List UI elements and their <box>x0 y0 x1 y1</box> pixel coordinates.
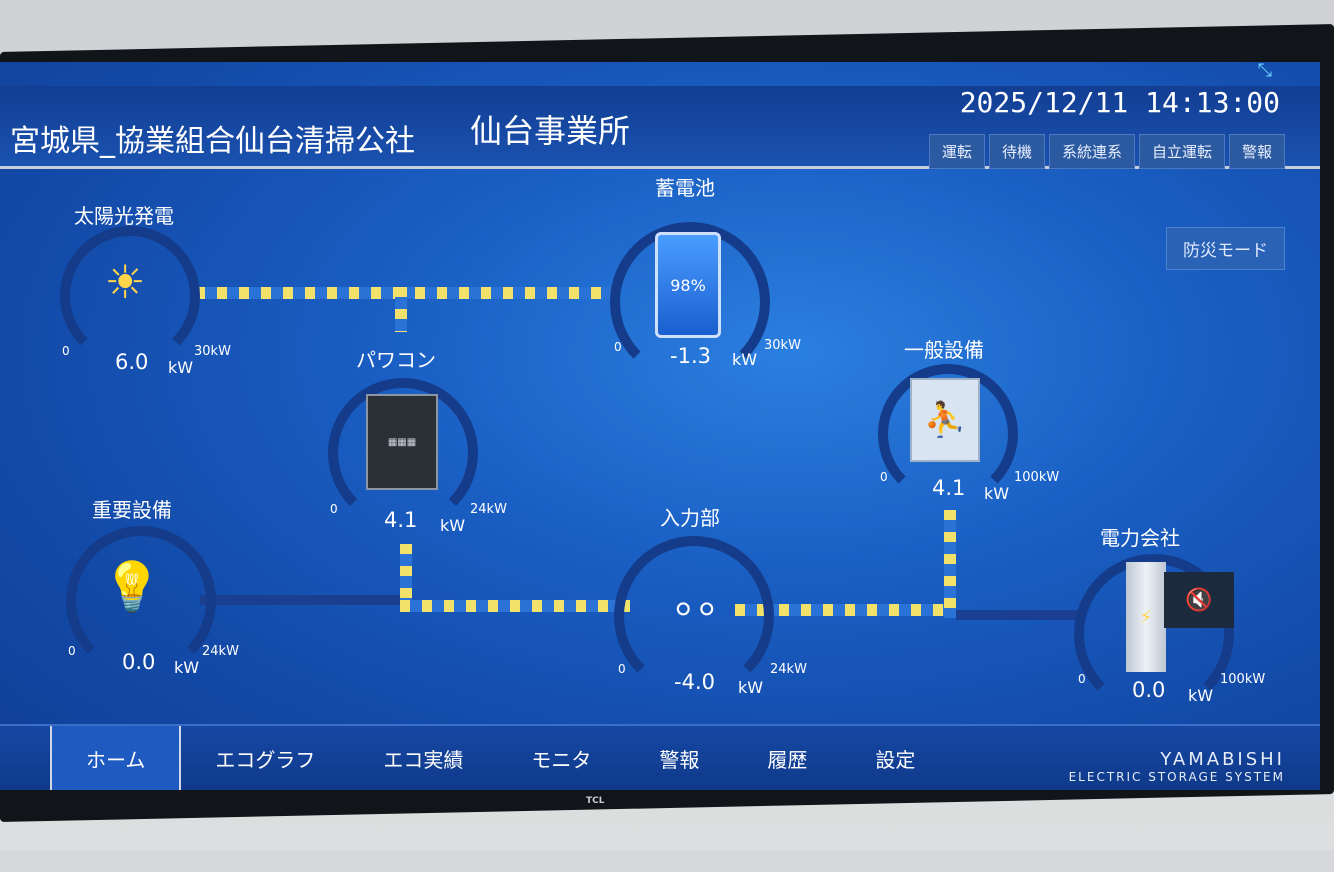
nav-home[interactable]: ホーム <box>50 726 182 790</box>
battery-max: 30kW <box>764 338 801 353</box>
important-title: 重要設備 <box>92 498 172 522</box>
node-solar[interactable]: 太陽光発電 ☀ 0 6.0 kW 30kW <box>60 192 240 377</box>
status-islanded[interactable]: 自立運転 <box>1138 134 1225 169</box>
solar-value: 6.0 <box>115 350 149 374</box>
general-gauge <box>878 364 1018 504</box>
general-value: 4.1 <box>932 476 966 500</box>
node-important[interactable]: 重要設備 💡 0 0.0 kW 24kW <box>66 494 246 684</box>
solar-gauge <box>60 226 200 366</box>
monitor-screen: ⤡ 宮城県_協業組合仙台清掃公社 仙台事業所 2025/12/11 14:13:… <box>0 62 1320 790</box>
battery-value: -1.3 <box>670 344 711 368</box>
brand-name: YAMABISHI <box>1160 749 1285 770</box>
header-bar: ⤡ 宮城県_協業組合仙台清掃公社 仙台事業所 2025/12/11 14:13:… <box>0 62 1320 169</box>
utility-pole-icon: ⚡ <box>1126 562 1166 672</box>
solar-min: 0 <box>62 344 70 358</box>
input-min: 0 <box>618 662 626 676</box>
site-title: 宮城県_協業組合仙台清掃公社 <box>10 124 415 159</box>
breaker-icon: ⚪⚪ <box>671 592 719 626</box>
status-alarm[interactable]: 警報 <box>1228 134 1285 169</box>
general-min: 0 <box>880 470 888 484</box>
battery-title: 蓄電池 <box>655 176 715 200</box>
line-important <box>200 595 400 605</box>
lightbulb-icon: 💡 <box>102 558 162 615</box>
pcs-value: 4.1 <box>384 508 418 532</box>
solar-panel-icon: ☀ <box>104 255 146 309</box>
battery-soc: 98% <box>670 275 706 295</box>
battery-gauge <box>610 222 770 382</box>
mute-speaker-icon[interactable]: 🔇 <box>1164 572 1234 628</box>
pcs-max: 24kW <box>470 502 507 517</box>
node-battery[interactable]: 蓄電池 98% 0 -1.3 kW 30kW <box>610 172 810 382</box>
solar-title: 太陽光発電 <box>74 204 174 228</box>
nav-alarm[interactable]: 警報 <box>659 747 700 772</box>
input-title: 入力部 <box>660 506 720 530</box>
node-input[interactable]: 入力部 ⚪⚪ 0 -4.0 kW 24kW <box>614 502 824 702</box>
disaster-mode-button[interactable]: 防災モード <box>1166 227 1285 270</box>
input-value: -4.0 <box>674 670 715 694</box>
solar-max: 30kW <box>194 344 231 359</box>
important-gauge <box>66 526 216 676</box>
status-running[interactable]: 運転 <box>928 134 985 169</box>
collapse-icon[interactable]: ⤡ <box>1257 62 1272 81</box>
status-indicators: 運転 待機 系統連系 自立運転 警報 <box>928 134 1285 169</box>
utility-gauge <box>1074 554 1234 714</box>
office-title: 仙台事業所 <box>470 112 631 150</box>
utility-max: 100kW <box>1220 672 1266 687</box>
important-min: 0 <box>68 644 76 658</box>
utility-unit: kW <box>1188 686 1214 705</box>
important-value: 0.0 <box>122 650 156 674</box>
nav-eco-results[interactable]: エコ実績 <box>383 747 464 772</box>
nav-history[interactable]: 履歴 <box>767 747 808 772</box>
nav-eco-graph[interactable]: エコグラフ <box>215 747 316 772</box>
pcs-gauge <box>328 378 478 528</box>
brand-tagline: ELECTRIC STORAGE SYSTEM <box>1068 770 1285 784</box>
flow-to-pcs <box>395 287 407 332</box>
battery-min: 0 <box>614 340 622 354</box>
input-unit: kW <box>738 678 764 697</box>
brand-logo: YAMABISHI ELECTRIC STORAGE SYSTEM <box>1069 749 1285 784</box>
battery-icon: 98% <box>655 232 721 338</box>
utility-min: 0 <box>1078 672 1086 686</box>
node-utility[interactable]: 電力会社 ⚡ 0 0.0 kW 100kW <box>1074 522 1294 722</box>
status-grid-tie[interactable]: 系統連系 <box>1048 134 1135 169</box>
input-max: 24kW <box>770 662 807 677</box>
important-max: 24kW <box>202 644 239 659</box>
battery-unit: kW <box>732 350 758 369</box>
general-max: 100kW <box>1014 470 1060 485</box>
tv-brand-logo: TCL <box>586 796 605 806</box>
nav-monitor[interactable]: モニタ <box>531 747 592 772</box>
general-title: 一般設備 <box>904 338 984 362</box>
general-unit: kW <box>984 484 1010 503</box>
important-unit: kW <box>174 658 200 677</box>
node-general[interactable]: 一般設備 ⛹ 0 4.1 kW 100kW <box>878 334 1078 524</box>
node-pcs[interactable]: パワコン ▦▦▦ 0 4.1 kW 24kW <box>328 344 528 544</box>
flow-pcs-input <box>400 600 630 612</box>
solar-unit: kW <box>168 358 194 377</box>
pcs-min: 0 <box>330 502 338 516</box>
inverter-icon: ▦▦▦ <box>366 394 438 490</box>
flow-pcs-down <box>400 544 412 609</box>
line-utility <box>956 610 1086 620</box>
elevator-icon: ⛹ <box>910 378 980 462</box>
flow-general-down <box>944 510 956 618</box>
input-gauge <box>614 536 774 696</box>
nav-settings[interactable]: 設定 <box>875 747 916 772</box>
clock: 2025/12/11 14:13:00 <box>959 86 1280 119</box>
utility-title: 電力会社 <box>1100 526 1180 550</box>
pcs-unit: kW <box>440 516 466 535</box>
pcs-title: パワコン <box>356 348 436 372</box>
utility-value: 0.0 <box>1132 678 1166 702</box>
bottom-nav: ホーム エコグラフ エコ実績 モニタ 警報 履歴 設定 YAMABISHI EL… <box>0 724 1320 790</box>
status-standby[interactable]: 待機 <box>988 134 1045 169</box>
flow-input-general <box>735 604 950 616</box>
